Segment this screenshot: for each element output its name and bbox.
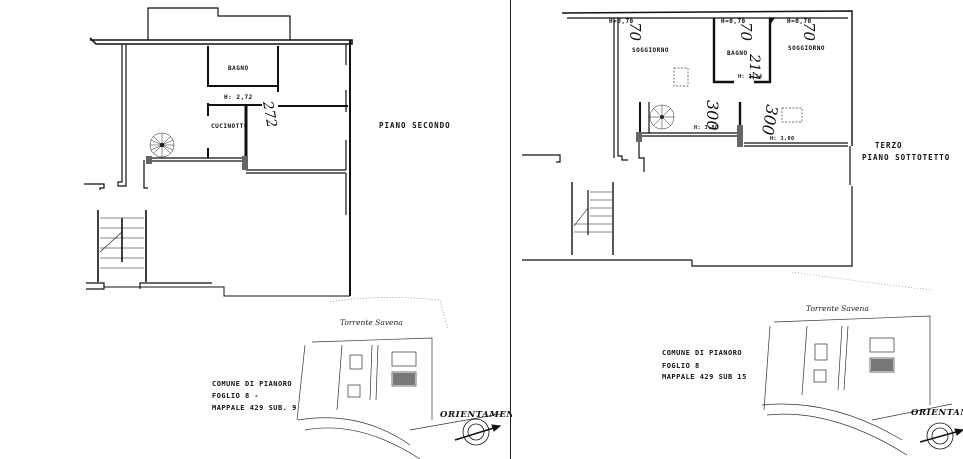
pillar [636, 132, 642, 142]
cadastral-foglio: FOGLIO 8 [662, 362, 700, 370]
river-label: Torrente Savena [340, 318, 403, 327]
svg-text:70: 70 [737, 22, 755, 42]
skylight [673, 67, 689, 87]
svg-text:300: 300 [703, 100, 722, 131]
compass-icon [454, 418, 502, 446]
handwritten-heights: 70 70 70 214 300 300 [626, 22, 818, 137]
floor-plan-second-floor: 272 BAGNO H: 2,72 CUCINOTTO PIANO SECOND… [84, 7, 530, 459]
skylight [781, 107, 803, 123]
room-label-bagno: BAGNO [228, 65, 249, 72]
cadastral-mappale: MAPPALE 429 SUB. 9 [212, 404, 297, 412]
page-divider [510, 0, 511, 459]
cadastral-foglio: FOGLIO 8 - [212, 392, 260, 400]
room-label-soggiorno-left: SOGGIORNO [632, 47, 670, 54]
attic-drawing: 70 70 70 214 300 300 [522, 10, 933, 291]
pillar [146, 156, 152, 164]
room-label-soggiorno-right: SOGGIORNO [788, 45, 826, 52]
height-bagno: H=0,70 [721, 18, 746, 25]
height-label: H: 2,72 [224, 94, 253, 101]
svg-text:70: 70 [626, 22, 644, 42]
handwritten-height: 272 [259, 99, 280, 129]
height-bagno-low: H: 2,14 [738, 74, 763, 80]
pillar [242, 156, 248, 170]
floor-plan-attic: 70 70 70 214 300 300 H=0,70 H=0,70 H=0,7… [512, 0, 963, 459]
room-label-bagno: BAGNO [727, 50, 748, 57]
orientation-label: ORIENTAMENTO [440, 410, 530, 420]
highlighted-parcel [871, 359, 893, 371]
ridge-height-1: H: 3,00 [694, 125, 719, 131]
second-floor-drawing: 272 [84, 7, 353, 297]
pillar [737, 125, 743, 147]
cadastral-mappale: MAPPALE 429 SUB 15 [662, 373, 747, 381]
room-label-cucinotto: CUCINOTTO [211, 123, 249, 130]
site-map-right [761, 315, 963, 456]
floor-title-line1: TERZO [875, 141, 903, 150]
svg-text:214: 214 [746, 53, 762, 81]
spiral-staircase-icon [149, 132, 175, 158]
svg-text:70: 70 [800, 22, 818, 42]
compass-icon [919, 422, 963, 450]
highlighted-parcel [393, 373, 415, 385]
spiral-staircase-icon [649, 104, 675, 130]
ridge-height-2: H: 3,00 [770, 136, 795, 142]
cadastral-comune: COMUNE DI PIANORO [662, 349, 743, 357]
floor-title-line2: PIANO SOTTOTETTO [862, 153, 951, 162]
site-map-left [296, 297, 502, 459]
height-soggiorno-right: H=0,70 [787, 18, 812, 25]
cadastral-comune: COMUNE DI PIANORO [212, 380, 293, 388]
orientation-label: ORIENTAMEN [911, 408, 963, 418]
river-label: Torrente Savena [806, 304, 869, 313]
floor-title: PIANO SECONDO [379, 121, 451, 130]
height-soggiorno-left: H=0,70 [609, 18, 634, 25]
